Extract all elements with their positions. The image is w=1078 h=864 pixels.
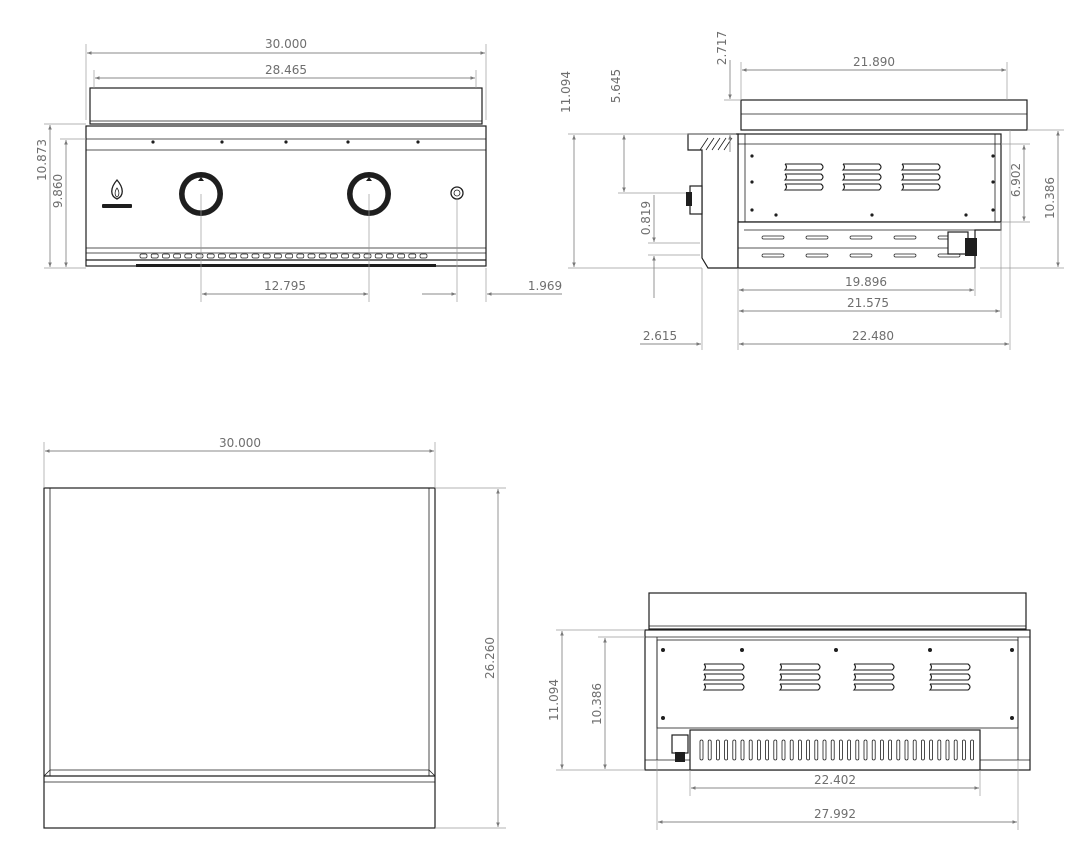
dim-front-height-total: 10.873 (35, 139, 49, 181)
side-vent-louvers (783, 163, 941, 191)
brand-logo-icon (102, 179, 132, 208)
front-body (85, 125, 487, 267)
rear-vent-slots (699, 739, 974, 761)
dim-side-top-depth: 21.890 (853, 55, 895, 69)
rear-view: 11.094 10.386 22.402 27.992 (547, 592, 1031, 830)
dim-side-body-height: 6.902 (1009, 163, 1023, 197)
rear-burner-tray (689, 729, 981, 771)
side-griddle-plate (740, 99, 1028, 131)
rear-vent-louvers (702, 663, 971, 691)
dim-side-body-depth: 21.575 (847, 296, 889, 310)
dim-top-depth: 26.260 (483, 637, 497, 679)
side-body (737, 133, 1002, 223)
side-knob-icon (686, 185, 703, 215)
top-outline (43, 487, 436, 829)
dim-side-valve-height: 0.819 (639, 201, 653, 235)
dim-side-base-depth: 19.896 (845, 275, 887, 289)
side-front-panel (687, 133, 739, 269)
dim-front-knob-spacing: 12.795 (264, 279, 306, 293)
dim-front-griddle-width: 28.465 (265, 63, 307, 77)
rear-gas-fitting-icon (671, 734, 689, 762)
dim-rear-height-total: 11.094 (547, 679, 561, 721)
dim-side-overall-depth: 22.480 (852, 329, 894, 343)
dim-front-overall-width: 30.000 (265, 37, 307, 51)
dim-side-height-total: 11.094 (559, 71, 573, 113)
dim-rear-inner-width: 22.402 (814, 773, 856, 787)
dim-side-body-height-total: 10.386 (1043, 177, 1057, 219)
front-vent-slots (139, 253, 428, 259)
dim-front-igniter-offset: 1.969 (528, 279, 562, 293)
front-griddle-plate (89, 87, 483, 125)
dim-side-front-projection: 2.615 (643, 329, 677, 343)
dim-front-height-body: 9.860 (51, 174, 65, 208)
dim-side-lid-height: 2.717 (715, 31, 729, 65)
dim-rear-body-height: 10.386 (590, 683, 604, 725)
rear-griddle-plate (648, 592, 1027, 630)
top-view: 30.000 26.260 (43, 436, 506, 829)
front-view: 30.000 28.465 10.873 9.860 12.795 1.969 (35, 37, 562, 302)
dim-top-width: 30.000 (219, 436, 261, 450)
dim-rear-body-width: 27.992 (814, 807, 856, 821)
side-view: 11.094 5.645 2.717 21.890 0.819 6.902 (559, 31, 1064, 350)
igniter-button-icon (450, 186, 464, 200)
dim-side-top-to-knob: 5.645 (609, 69, 623, 103)
